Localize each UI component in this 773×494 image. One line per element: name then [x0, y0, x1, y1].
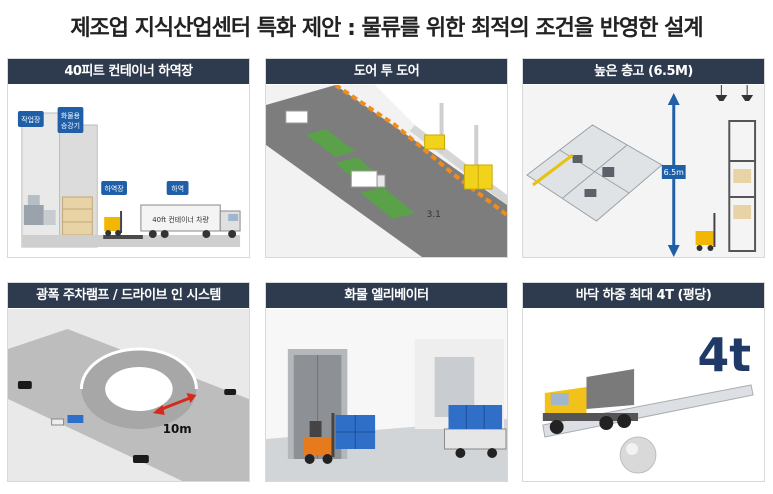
door-to-door-illustration: 3.1	[266, 85, 507, 257]
ceiling-height-label: 6.5m	[664, 168, 685, 177]
load-label: 4t	[698, 328, 752, 382]
card-title: 바닥 하중 최대 4T (평당)	[523, 283, 764, 308]
high-ceiling-illustration: 6.5m	[523, 85, 764, 257]
ramp-width-label: 10m	[163, 422, 192, 436]
card-title: 화물 엘리베이터	[266, 283, 507, 308]
label-freight-lift-2: 승강기	[61, 121, 80, 130]
card-parking-ramp: 광폭 주차램프 / 드라이브 인 시스템 10m	[7, 282, 250, 482]
card-title: 광폭 주차램프 / 드라이브 인 시스템	[8, 283, 249, 308]
card-freight-elevator: 화물 엘리베이터	[265, 282, 508, 482]
card-title: 높은 층고 (6.5M)	[523, 59, 764, 84]
card-high-ceiling: 높은 층고 (6.5M) 6.5m	[522, 58, 765, 258]
card-container-dock: 40피트 컨테이너 하역장	[7, 58, 250, 258]
container-truck-label: 40ft 컨테이너 차량	[152, 215, 209, 224]
container-dock-illustration: 40ft 컨테이너 차량 작업장 화물용 승강기 하역장 하역	[8, 85, 249, 257]
card-door-to-door: 도어 투 도어 3.1	[265, 58, 508, 258]
card-title: 도어 투 도어	[266, 59, 507, 84]
freight-elevator-illustration	[266, 309, 507, 481]
label-loading-dock: 하역장	[105, 184, 125, 193]
parking-ramp-illustration: 10m	[8, 309, 249, 481]
label-loading: 하역	[171, 184, 184, 193]
label-workplace: 작업장	[21, 115, 41, 124]
floor-load-illustration: 4t	[523, 309, 764, 481]
card-title: 40피트 컨테이너 하역장	[8, 59, 249, 84]
card-floor-load: 바닥 하중 최대 4T (평당) 4t	[522, 282, 765, 482]
label-freight-lift-1: 화물용	[61, 112, 81, 120]
wall-mark: 3.1	[427, 210, 441, 220]
page-title: 제조업 지식산업센터 특화 제안 : 물류를 위한 최적의 조건을 반영한 설계	[70, 16, 703, 41]
